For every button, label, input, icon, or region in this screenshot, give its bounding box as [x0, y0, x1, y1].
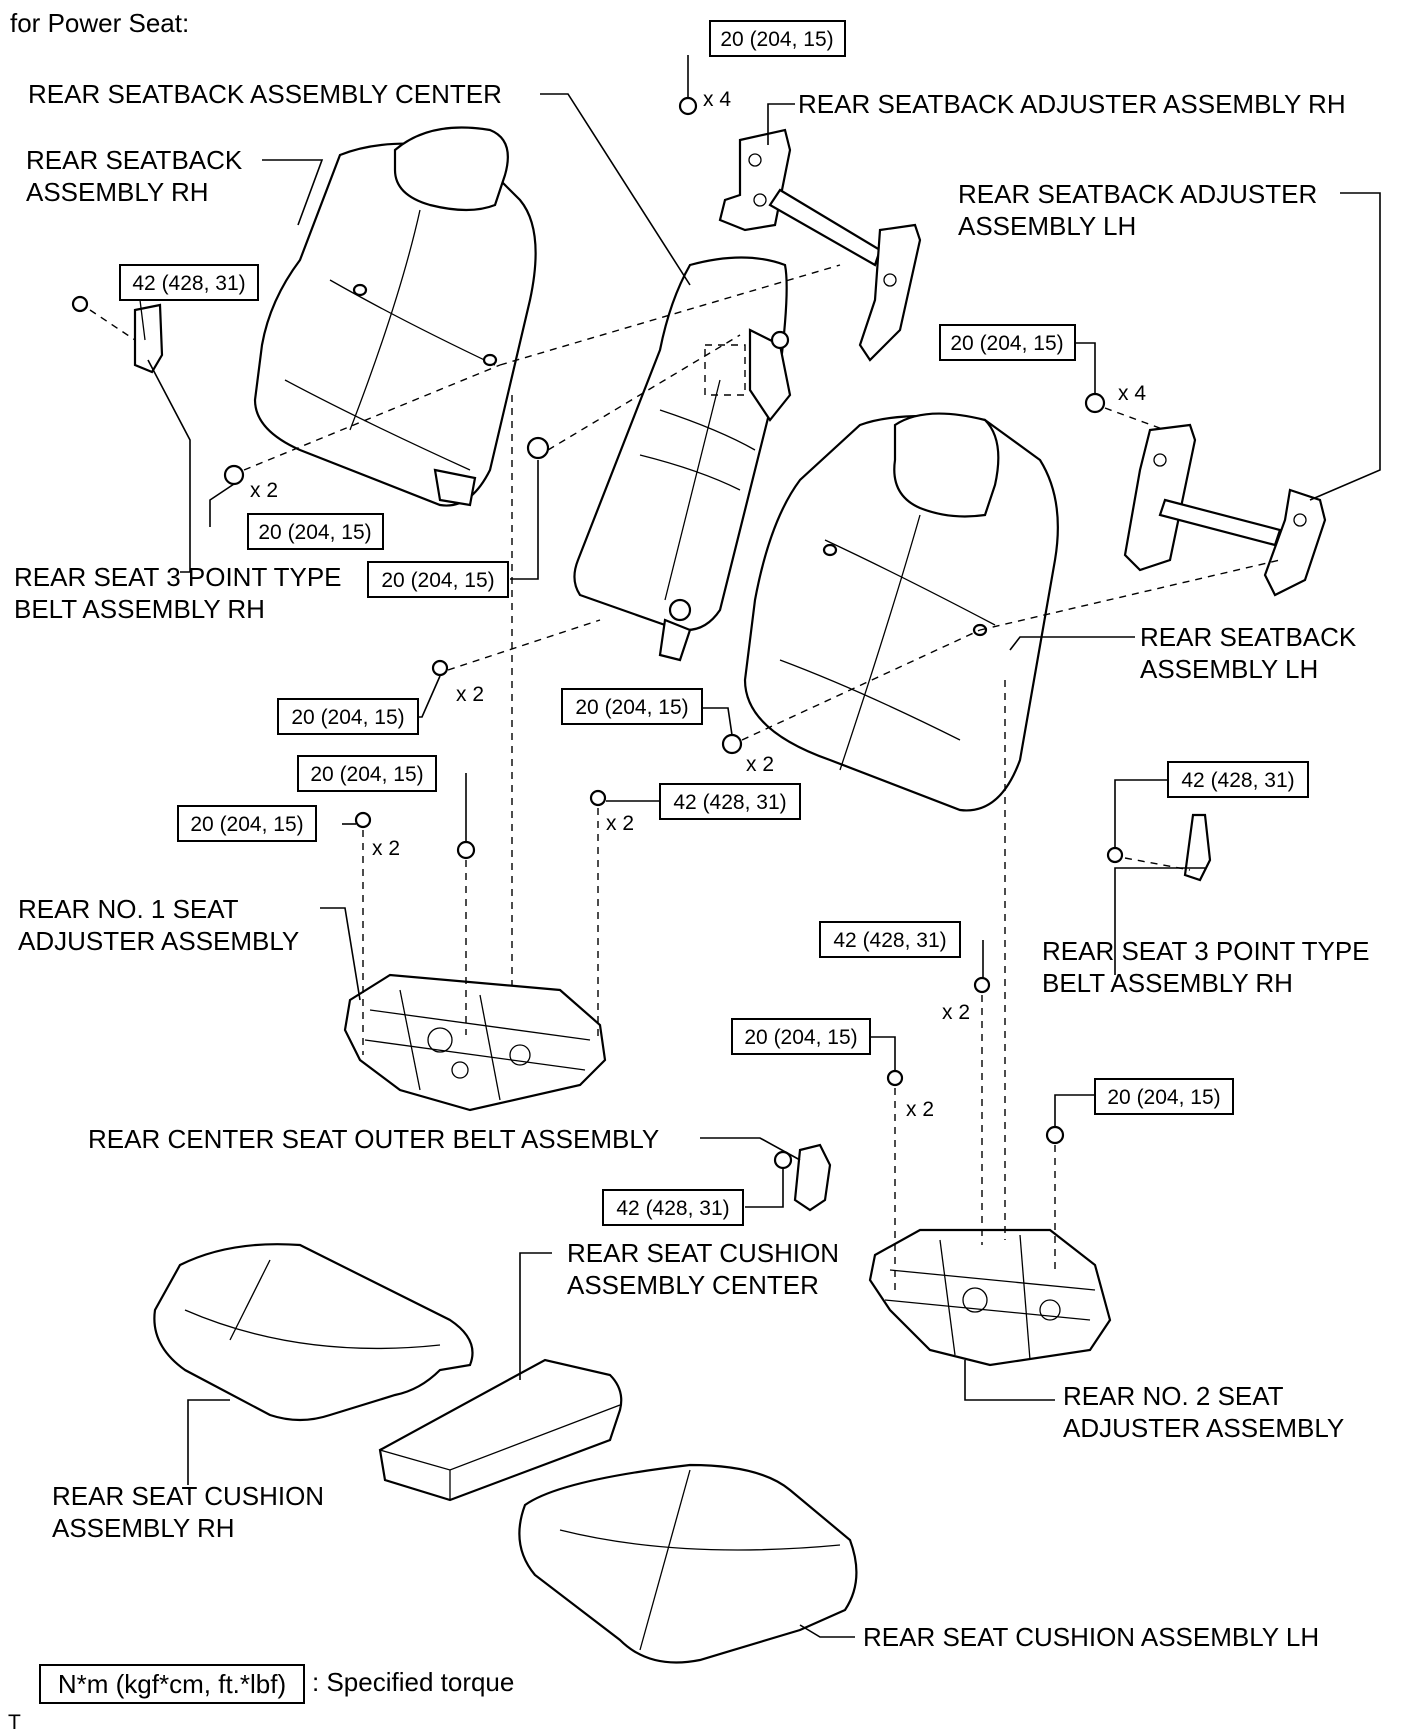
label-no2-adjuster-line2: ADJUSTER ASSEMBLY — [1063, 1413, 1344, 1443]
torque-no1-b: 20 (204, 15) — [190, 813, 303, 836]
label-seatback-rh-line2: ASSEMBLY RH — [26, 177, 209, 207]
torque-specs: 20 (204, 15) 42 (428, 31) 20 (204, 15) 2… — [119, 20, 1309, 1226]
torque-center-nut: 20 (204, 15) — [575, 696, 688, 719]
qty-rh: x 2 — [250, 479, 278, 502]
label-cushion-center-line1: REAR SEAT CUSHION — [567, 1238, 839, 1268]
torque-center-bolt: 20 (204, 15) — [291, 706, 404, 729]
label-seatback-lh-line2: ASSEMBLY LH — [1140, 654, 1318, 684]
no2-adjuster-drawing — [868, 1228, 1112, 1367]
torque-legend: N*m (kgf*cm, ft.*lbf) : Specified torque — [39, 1664, 514, 1704]
qty-no2-a: x 2 — [942, 1001, 970, 1024]
label-no1-adjuster-line1: REAR NO. 1 SEAT — [18, 894, 239, 924]
nut-icon — [678, 96, 698, 116]
nut-icon — [526, 436, 550, 460]
adjuster-lh-drawing — [1123, 423, 1327, 597]
adjuster-rh-drawing — [718, 128, 922, 362]
bolt-icon — [1106, 846, 1124, 864]
footer-code: T — [8, 1711, 21, 1734]
bolt-icon — [589, 789, 607, 807]
label-center-outer-belt: REAR CENTER SEAT OUTER BELT ASSEMBLY — [88, 1124, 659, 1154]
label-adjuster-lh-line2: ASSEMBLY LH — [958, 211, 1136, 241]
label-seatback-center: REAR SEATBACK ASSEMBLY CENTER — [28, 79, 502, 109]
torque-adjuster-lh: 20 (204, 15) — [950, 332, 1063, 355]
label-cushion-center-line2: ASSEMBLY CENTER — [567, 1270, 819, 1300]
torque-belt-rh2: 42 (428, 31) — [1181, 769, 1294, 792]
page-title: for Power Seat: — [10, 8, 189, 38]
cushion-lh-drawing — [518, 1463, 858, 1664]
part-labels: REAR SEATBACK ASSEMBLY CENTER REAR SEATB… — [14, 79, 1370, 1652]
label-cushion-rh-line1: REAR SEAT CUSHION — [52, 1481, 324, 1511]
label-belt-rh-line2: BELT ASSEMBLY RH — [14, 594, 265, 624]
quantities: x 4 x 4 x 2 x 2 x 2 x 2 x 2 x 2 x 2 — [250, 88, 1146, 1121]
nut-icon — [1084, 392, 1106, 414]
torque-mid: 20 (204, 15) — [381, 569, 494, 592]
label-adjuster-rh: REAR SEATBACK ADJUSTER ASSEMBLY RH — [798, 89, 1346, 119]
seatback-center-drawing — [573, 256, 792, 662]
torque-outer-belt: 42 (428, 31) — [616, 1197, 729, 1220]
nut-icon — [1045, 1125, 1065, 1145]
cushion-rh-drawing — [153, 1243, 474, 1422]
center-outer-belt-drawing — [793, 1143, 832, 1212]
label-belt-rh-line1: REAR SEAT 3 POINT TYPE — [14, 562, 342, 592]
torque-rh-lower: 20 (204, 15) — [258, 521, 371, 544]
label-belt-rh2-line1: REAR SEAT 3 POINT TYPE — [1042, 936, 1370, 966]
belt-rh-lower-drawing — [1183, 813, 1212, 882]
qty-no2-b: x 2 — [906, 1098, 934, 1121]
qty-top: x 4 — [703, 88, 731, 111]
nut-icon — [223, 464, 245, 486]
qty-adjuster-lh: x 4 — [1118, 382, 1146, 405]
torque-belt-rh: 42 (428, 31) — [132, 272, 245, 295]
alignment-lines — [89, 264, 1281, 1295]
qty-no1-a: x 2 — [372, 837, 400, 860]
seatback-lh-drawing — [743, 412, 1059, 812]
qty-center-nut: x 2 — [746, 753, 774, 776]
legend-box-text: N*m (kgf*cm, ft.*lbf) — [58, 1669, 286, 1699]
bolt-icon — [71, 295, 89, 313]
qty-no1-c: x 2 — [606, 812, 634, 835]
seatback-rh-drawing — [253, 126, 537, 507]
label-adjuster-lh-line1: REAR SEATBACK ADJUSTER — [958, 179, 1317, 209]
label-cushion-rh-line2: ASSEMBLY RH — [52, 1513, 235, 1543]
label-seatback-rh-line1: REAR SEATBACK — [26, 145, 243, 175]
legend-description: : Specified torque — [312, 1667, 514, 1697]
qty-center-bolt: x 2 — [456, 683, 484, 706]
label-cushion-lh: REAR SEAT CUSHION ASSEMBLY LH — [863, 1622, 1319, 1652]
nut-icon — [456, 840, 476, 860]
fastener-icons — [71, 96, 1124, 1170]
bolt-icon — [354, 811, 372, 829]
label-belt-rh2-line2: BELT ASSEMBLY RH — [1042, 968, 1293, 998]
torque-no2-a: 42 (428, 31) — [833, 929, 946, 952]
torque-no2-c: 20 (204, 15) — [1107, 1086, 1220, 1109]
bolt-icon — [886, 1069, 904, 1087]
label-no2-adjuster-line1: REAR NO. 2 SEAT — [1063, 1381, 1284, 1411]
label-seatback-lh-line1: REAR SEATBACK — [1140, 622, 1357, 652]
torque-no2-b: 20 (204, 15) — [744, 1026, 857, 1049]
no1-adjuster-drawing — [343, 973, 607, 1112]
leader-lines — [147, 55, 1381, 1638]
torque-no1-a: 20 (204, 15) — [310, 763, 423, 786]
label-no1-adjuster-line2: ADJUSTER ASSEMBLY — [18, 926, 299, 956]
bolt-icon — [973, 976, 991, 994]
bolt-icon — [431, 659, 449, 677]
cushion-center-drawing — [378, 1358, 623, 1502]
belt-rh-upper-drawing — [133, 299, 164, 374]
torque-top: 20 (204, 15) — [720, 28, 833, 51]
nut-icon — [721, 733, 743, 755]
torque-no1-c: 42 (428, 31) — [673, 791, 786, 814]
